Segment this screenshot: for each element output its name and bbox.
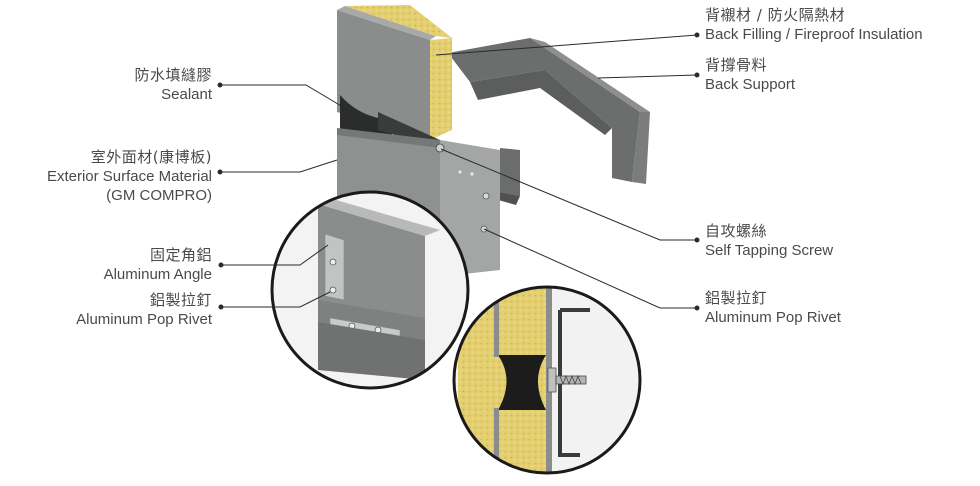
back-support-zh: 背撐骨料 xyxy=(705,56,768,74)
aluminum-angle-zh: 固定角鋁 xyxy=(149,246,212,264)
back-support-channel xyxy=(448,38,650,205)
self-tapping-zh: 自攻螺絲 xyxy=(705,222,768,240)
callout-back-support: 背撐骨料 Back Support xyxy=(705,56,795,94)
callout-sealant: 防水填縫膠 Sealant xyxy=(134,66,212,104)
sealant-en: Sealant xyxy=(161,86,212,103)
detail-circle-right xyxy=(452,285,642,475)
back-filling-en: Back Filling / Fireproof Insulation xyxy=(705,26,923,43)
callout-self-tapping-screw: 自攻螺絲 Self Tapping Screw xyxy=(705,222,833,260)
leader-lines xyxy=(217,32,700,311)
pop-rivet-right-zh: 鋁製拉釘 xyxy=(705,289,768,307)
pop-rivet-right-en: Aluminum Pop Rivet xyxy=(705,309,841,326)
exterior-zh: 室外面材(康博板) xyxy=(90,148,212,166)
upper-panel xyxy=(337,6,436,140)
exterior-en2: (GM COMPRO) xyxy=(106,187,212,204)
pop-rivet-left-zh: 鋁製拉釘 xyxy=(149,291,212,309)
pop-rivet-left-en: Aluminum Pop Rivet xyxy=(76,311,212,328)
aluminum-angle-en: Aluminum Angle xyxy=(103,266,212,283)
detail-circle-left xyxy=(270,190,470,390)
callout-aluminum-angle: 固定角鋁 Aluminum Angle xyxy=(104,246,212,284)
back-filling-zh: 背襯材 / 防火隔熱材 xyxy=(705,6,846,24)
sealant-zh: 防水填縫膠 xyxy=(134,66,212,84)
self-tapping-en: Self Tapping Screw xyxy=(705,242,834,259)
callout-exterior-surface: 室外面材(康博板) Exterior Surface Material (GM … xyxy=(47,148,212,205)
callout-pop-rivet-left: 鋁製拉釘 Aluminum Pop Rivet xyxy=(76,291,212,329)
callout-pop-rivet-right: 鋁製拉釘 Aluminum Pop Rivet xyxy=(705,289,841,327)
insulation-block xyxy=(345,5,452,140)
exterior-en: Exterior Surface Material xyxy=(46,168,212,185)
back-support-en: Back Support xyxy=(705,76,796,93)
callout-back-filling: 背襯材 / 防火隔熱材 Back Filling / Fireproof Ins… xyxy=(705,6,923,44)
